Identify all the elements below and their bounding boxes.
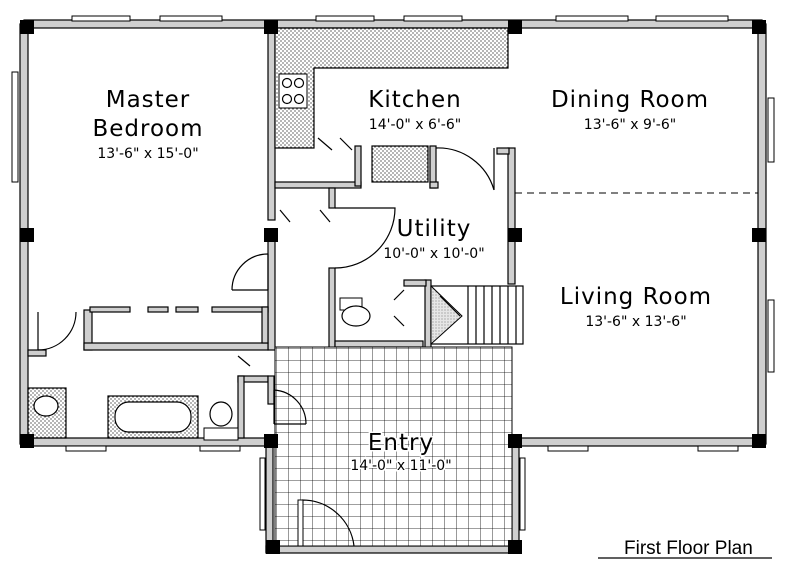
entry-tile-floor	[274, 346, 513, 547]
windows	[11, 15, 775, 531]
utility-name: Utility	[397, 216, 472, 242]
living-room-name: Living Room	[560, 284, 712, 310]
living-room-dims: 13'-6" x 13'-6"	[585, 314, 686, 330]
dining-room-name: Dining Room	[551, 87, 709, 113]
kitchen-dims: 14'-0" x 6'-6"	[369, 117, 461, 133]
stairs	[430, 284, 524, 346]
entry-name: Entry	[368, 430, 434, 456]
utility-dims: 10'-0" x 10'-0"	[383, 246, 484, 262]
dining-room-dims: 13'-6" x 9'-6"	[584, 117, 676, 133]
kitchen-name: Kitchen	[368, 87, 461, 113]
interior-walls	[27, 23, 516, 439]
bathroom-fixtures	[27, 297, 371, 441]
master-bedroom-dims: 13'-6" x 15'-0"	[97, 146, 198, 162]
doors	[37, 137, 495, 547]
structural-posts	[20, 20, 766, 554]
master-bedroom-name-line2: Bedroom	[92, 116, 203, 142]
master-bedroom-name-line1: Master	[106, 87, 191, 113]
plan-title: First Floor Plan	[624, 538, 753, 559]
entry-dims: 14'-0" x 11'-0"	[350, 458, 451, 474]
